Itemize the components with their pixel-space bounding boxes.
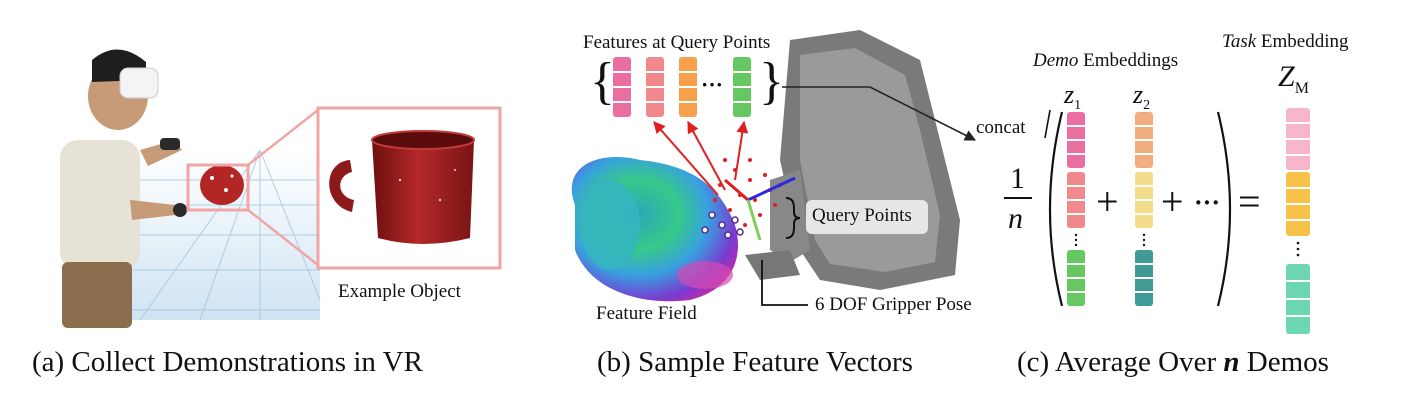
- query-points-highlighted: [701, 211, 744, 239]
- z1-label: z1: [1064, 80, 1081, 114]
- caption-c-pre: (c) Average Over: [1017, 346, 1224, 378]
- sample-arrow-1: [653, 121, 719, 196]
- demo-embeddings-italic: Demo: [1033, 50, 1079, 71]
- zm-subscript: M: [1294, 80, 1309, 97]
- zoom-connector-bottom: [247, 209, 319, 266]
- gripper-pose-label: 6 DOF Gripper Pose: [815, 294, 972, 315]
- query-points-label-bg: [806, 200, 928, 234]
- concat-tick: [1044, 109, 1051, 139]
- feature-field-label: Feature Field: [596, 303, 697, 324]
- caption-a: (a) Collect Demonstrations in VR: [32, 346, 423, 378]
- pose-axis-y: [724, 178, 749, 202]
- z1-subscript: 1: [1074, 98, 1082, 114]
- equals-sign: =: [1238, 179, 1261, 224]
- z1-symbol: z: [1064, 80, 1075, 109]
- feature-vector-salmon: [646, 57, 664, 117]
- vector-ellipsis: ···: [701, 72, 724, 97]
- task-embedding-italic: Task: [1222, 31, 1257, 52]
- sum-ellipsis: ···: [1194, 188, 1221, 217]
- z2-embedding-column: [1135, 112, 1153, 306]
- feature-field-blob: [571, 157, 738, 302]
- sample-arrow-3: [734, 120, 749, 181]
- panel-c: [1004, 108, 1310, 334]
- panel-a: [60, 49, 502, 328]
- example-mug: [329, 130, 475, 244]
- feature-vector-orange: [679, 57, 697, 117]
- right-brace: }: [759, 53, 784, 110]
- pose-axis-x: [747, 176, 796, 202]
- virtual-mug: [200, 165, 244, 205]
- z1-embedding-column: [1067, 112, 1085, 306]
- pose-axis-z: [746, 199, 762, 241]
- gripper-pose-pointer: [761, 260, 808, 306]
- feature-vector-green: [733, 57, 751, 117]
- z2-label: z2: [1133, 80, 1150, 114]
- example-object-label: Example Object: [338, 281, 461, 302]
- features-at-query-points-label: Features at Query Points: [583, 32, 771, 53]
- zm-label: ZM: [1278, 60, 1309, 98]
- query-points-brace: [785, 197, 801, 239]
- demo-embeddings-rest: Embeddings: [1078, 50, 1179, 71]
- concat-label: concat: [976, 117, 1026, 138]
- fraction-numerator: 1: [1010, 162, 1025, 195]
- caption-b: (b) Sample Feature Vectors: [597, 346, 913, 378]
- caption-c: (c) Average Over n Demos: [1017, 346, 1329, 379]
- plus-sign-1: +: [1096, 179, 1119, 224]
- task-embedding-column: [1286, 108, 1310, 334]
- feature-vector-pink: [613, 57, 631, 117]
- query-points-label: Query Points: [812, 205, 912, 226]
- demo-embeddings-label: Demo Embeddings: [1033, 50, 1178, 72]
- left-brace: {: [590, 53, 615, 110]
- caption-c-n: n: [1223, 346, 1240, 378]
- query-point-cloud: [713, 158, 782, 227]
- z2-subscript: 2: [1143, 98, 1151, 114]
- zoom-connector-top: [247, 109, 319, 166]
- plus-sign-2: +: [1161, 179, 1184, 224]
- panel-b: [571, 30, 976, 306]
- right-paren: [1216, 111, 1232, 307]
- zm-symbol: Z: [1278, 60, 1295, 93]
- person-with-vr-headset: [60, 49, 187, 328]
- caption-c-post: Demos: [1239, 346, 1329, 378]
- fraction-denominator: n: [1008, 202, 1023, 235]
- left-paren: [1048, 111, 1064, 307]
- concat-arrow: [782, 86, 976, 141]
- highlight-box: [186, 163, 250, 212]
- task-embedding-label: Task Embedding: [1222, 31, 1349, 53]
- z2-symbol: z: [1133, 80, 1144, 109]
- sample-arrow-2: [687, 120, 726, 191]
- task-embedding-rest: Embedding: [1256, 31, 1349, 52]
